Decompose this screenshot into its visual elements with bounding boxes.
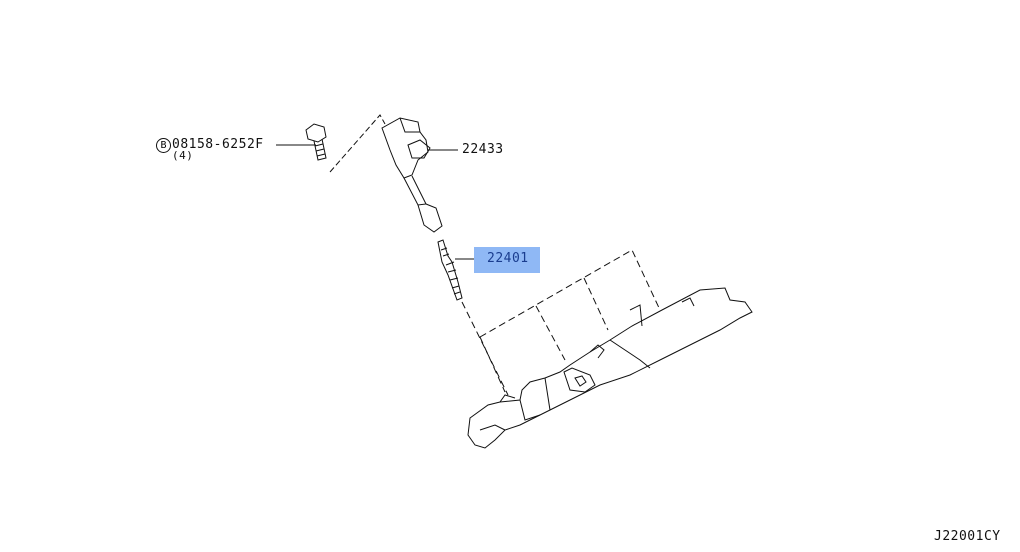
spark-plug-drawing [437,239,463,301]
valve-cover-drawing [467,287,753,449]
callout-spark-plug[interactable]: 22401 [487,251,529,266]
callout-bolt-quantity: (4) [172,149,194,162]
alignment-lines [461,249,661,396]
highlight-box [474,247,540,273]
bolt-drawing [305,123,327,161]
diagram-code: J22001CY [934,529,1001,544]
callout-bolt-part-number[interactable]: 08158-6252F [172,137,264,152]
ignition-coil-drawing [381,117,443,233]
callout-ignition-coil[interactable]: 22433 [462,142,504,157]
bolt-alignment-line [329,114,386,173]
b-symbol-icon: B [156,138,171,153]
